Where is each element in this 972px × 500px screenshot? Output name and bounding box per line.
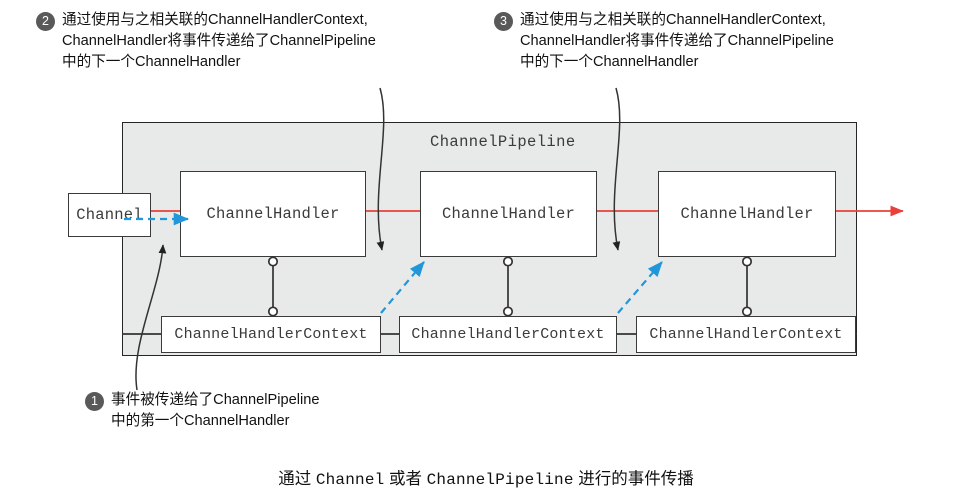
channel-handler-box-1[interactable]: ChannelHandler bbox=[180, 171, 366, 257]
callout-text-3: 通过使用与之相关联的ChannelHandlerContext, Channel… bbox=[520, 12, 834, 70]
callout-note-1: 1 事件被传递给了ChannelPipeline 中的第一个ChannelHan… bbox=[85, 390, 319, 432]
callout-text-2: 通过使用与之相关联的ChannelHandlerContext, Channel… bbox=[62, 12, 376, 70]
callout-badge-3: 3 bbox=[494, 12, 513, 31]
caption-prefix: 通过 bbox=[278, 470, 316, 488]
figure-caption: 通过 Channel 或者 ChannelPipeline 进行的事件传播 bbox=[0, 465, 972, 489]
channel-box[interactable]: Channel bbox=[68, 193, 151, 237]
channel-handler-context-box-1[interactable]: ChannelHandlerContext bbox=[161, 316, 381, 353]
caption-mono-pipeline: ChannelPipeline bbox=[426, 471, 574, 489]
channel-handler-context-box-2[interactable]: ChannelHandlerContext bbox=[399, 316, 617, 353]
caption-mono-channel: Channel bbox=[315, 471, 385, 489]
callout-note-3: 3 通过使用与之相关联的ChannelHandlerContext, Chann… bbox=[494, 10, 834, 73]
callout-text-1: 事件被传递给了ChannelPipeline 中的第一个ChannelHandl… bbox=[111, 392, 320, 429]
caption-middle: 或者 bbox=[384, 470, 427, 488]
channel-handler-box-2[interactable]: ChannelHandler bbox=[420, 171, 597, 257]
channel-handler-context-box-3[interactable]: ChannelHandlerContext bbox=[636, 316, 856, 353]
channel-handler-box-3[interactable]: ChannelHandler bbox=[658, 171, 836, 257]
callout-badge-1: 1 bbox=[85, 392, 104, 411]
caption-suffix: 进行的事件传播 bbox=[573, 470, 694, 488]
channel-pipeline-label: ChannelPipeline bbox=[430, 133, 576, 151]
callout-badge-2: 2 bbox=[36, 12, 55, 31]
callout-note-2: 2 通过使用与之相关联的ChannelHandlerContext, Chann… bbox=[36, 10, 376, 73]
